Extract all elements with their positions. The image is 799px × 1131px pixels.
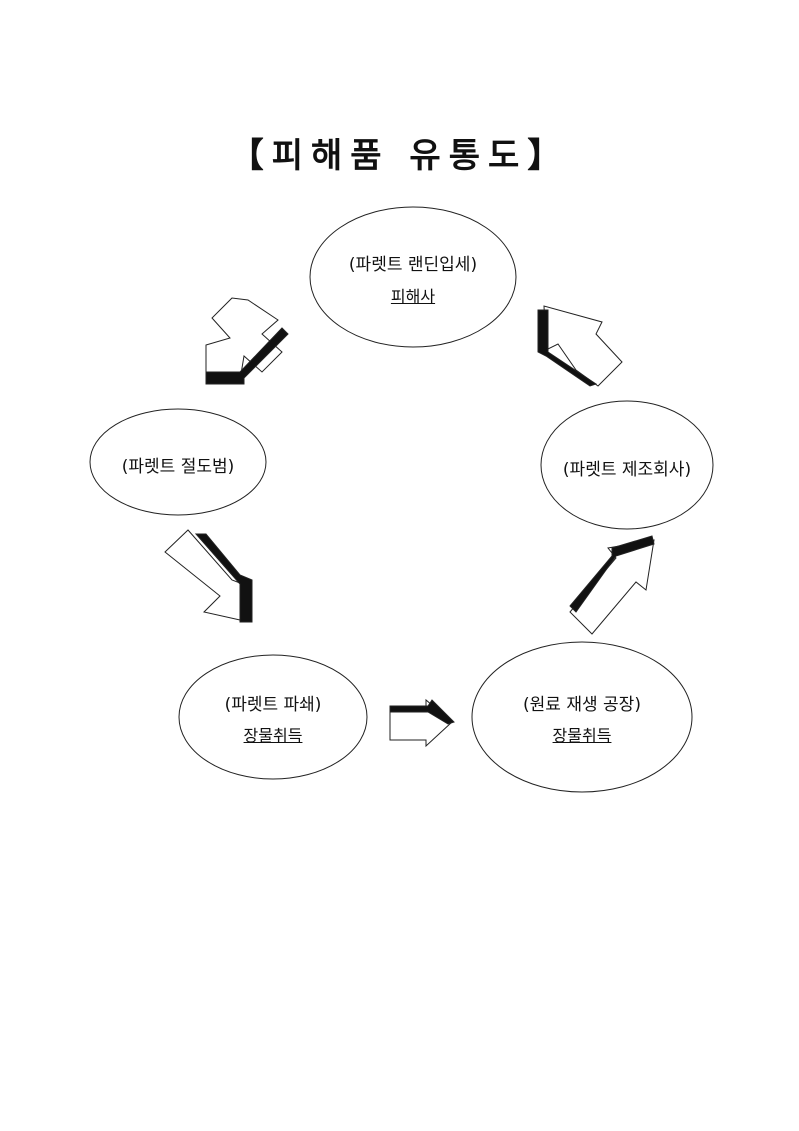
node-recycling-sub: 장물취득 <box>552 726 612 745</box>
arrow-thief-to-shredder <box>164 529 253 623</box>
node-thief-label: (파렛트 절도범) <box>121 457 235 477</box>
arrow-recycling-to-manufacturer <box>569 535 655 635</box>
node-victim-sub: 피해사 <box>390 287 436 306</box>
arrow-shredder-to-recycling <box>389 698 455 748</box>
arrow-victim-to-thief <box>205 297 289 385</box>
node-victim-ellipse <box>309 206 517 348</box>
node-recycling-label: (원료 재생 공장) <box>523 695 641 715</box>
node-manufacturer-label: (파렛트 제조회사) <box>562 460 692 480</box>
node-manufacturer-ellipse <box>540 400 714 530</box>
node-recycling-ellipse <box>471 641 693 793</box>
node-shredder-label: (파렛트 파쇄) <box>224 695 322 715</box>
node-shredder-ellipse <box>178 654 368 780</box>
node-victim-label: (파렛트 랜딘입세) <box>348 255 478 275</box>
diagram-title: 【피해품 유통도】 <box>229 136 570 176</box>
arrow-manufacturer-to-victim <box>537 305 623 387</box>
node-thief-ellipse <box>89 408 267 516</box>
node-shredder-sub: 장물취득 <box>243 726 303 745</box>
